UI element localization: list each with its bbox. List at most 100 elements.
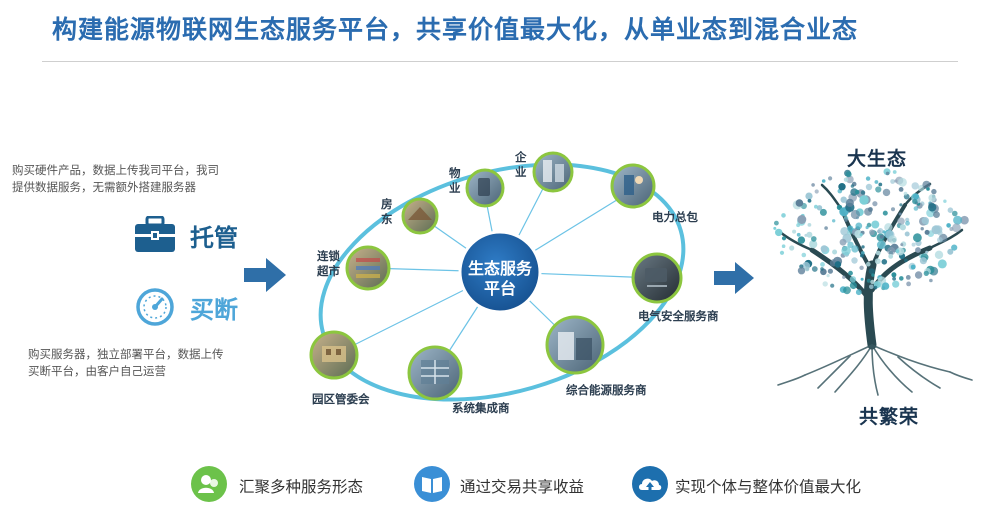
foliage-dot: [905, 275, 911, 280]
foliage-dot: [892, 276, 896, 281]
foliage-dot: [775, 228, 783, 237]
foliage-dot: [937, 259, 947, 269]
foliage-dot: [898, 177, 907, 187]
foliage-dot: [882, 188, 891, 197]
node-chain-store: [345, 245, 391, 291]
foliage-dot: [841, 246, 851, 256]
foliage-dot: [929, 278, 933, 283]
foliage-dot: [904, 258, 908, 263]
foliage-dot: [913, 233, 922, 243]
foliage-dot: [804, 266, 810, 272]
foliage-dot: [859, 233, 863, 237]
title-divider: [42, 61, 958, 62]
foliage-dot: [892, 280, 900, 288]
foliage-dot: [897, 217, 905, 226]
foliage-dot: [773, 226, 777, 230]
foliage-dot: [921, 217, 929, 225]
foliage-dot: [881, 282, 890, 290]
foliage-dot: [811, 236, 817, 242]
foliage-dot: [928, 194, 936, 202]
people-icon: [191, 466, 227, 502]
foliage-dot: [866, 278, 871, 283]
foliage-dot: [928, 203, 937, 212]
foliage-dot: [844, 218, 848, 222]
tree-foliage: [773, 168, 969, 296]
label-property: 物业: [449, 166, 461, 195]
foliage-dot: [811, 266, 818, 272]
node-enterprise: [532, 151, 574, 193]
foliage-dot: [845, 198, 854, 207]
foliage-dot: [819, 208, 827, 216]
foliage-dot: [884, 223, 893, 232]
foliage-dot: [850, 184, 855, 188]
foliage-dot: [801, 252, 807, 258]
foliage-dot: [847, 225, 854, 232]
shared-prosperity-label: 共繁荣: [859, 406, 920, 428]
foliage-dot: [850, 209, 861, 220]
label-power-contract: 电力总包: [652, 210, 698, 224]
foliage-dot: [899, 224, 907, 231]
foliage-dot: [890, 179, 895, 184]
foliage-dot: [843, 286, 851, 295]
node-integrator: [407, 345, 463, 401]
foliage-dot: [865, 176, 871, 181]
foliage-dot: [848, 270, 853, 276]
foliage-dot: [830, 283, 835, 288]
foliage-dot: [923, 270, 929, 276]
foliage-dot: [894, 179, 898, 183]
foliage-dot: [781, 244, 786, 248]
foliage-dot: [912, 193, 920, 200]
foliage-dot: [875, 186, 882, 193]
right-arrow-icon: [714, 262, 754, 294]
foliage-dot: [855, 289, 862, 296]
foliage-dot: [873, 285, 878, 290]
foliage-dot: [922, 180, 931, 189]
gauge-icon: [136, 288, 174, 326]
foliage-dot: [888, 254, 894, 259]
foliage-dot: [904, 231, 910, 237]
foliage-dot: [843, 177, 849, 182]
foliage-dot: [943, 199, 947, 203]
foliage-dot: [911, 182, 919, 190]
foliage-dot: [931, 188, 937, 195]
foliage-dot: [895, 249, 900, 254]
foliage-dot: [913, 206, 919, 211]
foliage-dot: [900, 243, 904, 247]
foliage-dot: [854, 189, 860, 195]
foliage-dot: [845, 171, 852, 178]
foliage-dot: [855, 222, 863, 230]
book-icon: [414, 466, 450, 502]
foliage-dot: [820, 245, 828, 253]
foliage-dot: [903, 191, 908, 196]
foliage-dot: [849, 281, 858, 290]
cloud-upload-icon: [632, 466, 668, 502]
foliage-dot: [860, 253, 864, 258]
hub-title-line2: 平台: [483, 279, 516, 298]
foliage-dot: [849, 276, 857, 283]
foliage-dot: [827, 268, 834, 274]
label-landlord: 房东: [381, 197, 393, 226]
foliage-dot: [789, 245, 795, 251]
foliage-dot: [891, 207, 895, 212]
label-energy-service: 综合能源服务商: [566, 383, 647, 397]
foliage-dot: [774, 220, 779, 226]
foliage-dot: [871, 273, 875, 277]
node-property: [465, 168, 505, 208]
foliage-dot: [807, 198, 812, 203]
feature-share-revenue: 通过交易共享收益: [460, 478, 585, 496]
foliage-dot: [920, 227, 924, 231]
foliage-dot: [881, 259, 888, 265]
foliage-dot: [866, 261, 871, 267]
hub-title-line1: 生态服务: [467, 259, 532, 278]
foliage-dot: [826, 274, 830, 278]
feature-maximize-value: 实现个体与整体价值最大化: [675, 478, 862, 496]
foliage-dot: [839, 238, 847, 246]
foliage-dot: [898, 212, 902, 216]
page-title: 构建能源物联网生态服务平台，共享价值最大化，从单业态到混合业态: [52, 15, 859, 44]
foliage-dot: [809, 240, 818, 249]
foliage-dot: [797, 236, 806, 244]
foliage-dot: [952, 210, 958, 217]
foliage-dot: [876, 240, 886, 250]
label-chain-store: 连锁超市: [317, 249, 340, 278]
node-electrical-safety: [631, 252, 683, 304]
